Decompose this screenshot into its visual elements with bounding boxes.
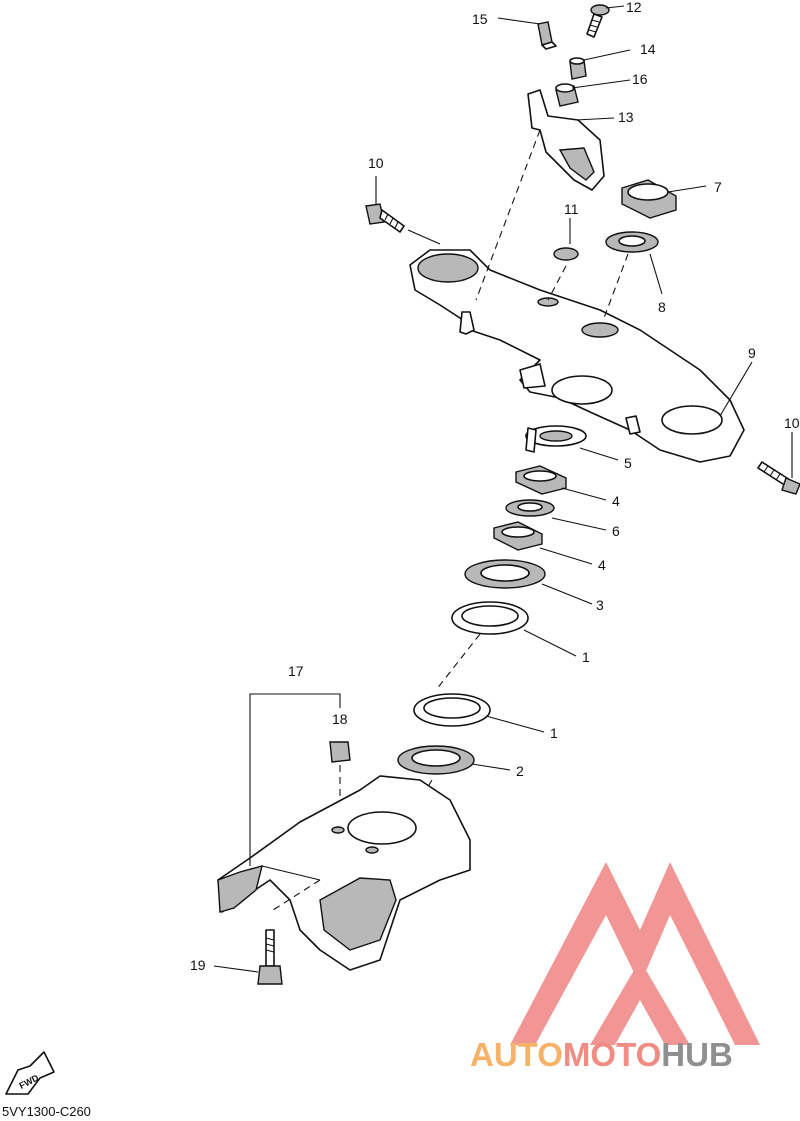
callout-18: 18 [332, 711, 348, 727]
callout-3: 3 [596, 597, 604, 613]
part-18-nut [329, 741, 351, 763]
part-13-bracket [527, 89, 605, 191]
leader-dash-race [419, 779, 433, 801]
callout-2: 2 [516, 763, 524, 779]
watermark-brand-text: AUTOMOTOHUB [470, 1036, 733, 1074]
callout-4-lower: 4 [598, 557, 606, 573]
fwd-arrow-icon: FWD [5, 1051, 55, 1095]
part-4-ring-nut-upper [515, 465, 567, 495]
callout-14: 14 [640, 41, 656, 57]
callout-13: 13 [618, 109, 634, 125]
part-10-bolt-right [757, 461, 800, 495]
watermark-brand-part-2: MOTO [562, 1036, 662, 1073]
callout-12: 12 [626, 0, 642, 15]
part-5-lock-washer [525, 425, 587, 453]
part-2-race [397, 745, 475, 775]
callout-1-upper: 1 [582, 649, 590, 665]
leader-dash-8 [603, 253, 629, 319]
watermark-brand-part-3: HUB [661, 1036, 733, 1073]
callout-4-upper: 4 [612, 493, 620, 509]
part-14-collar [569, 57, 587, 80]
leader-dash-13 [475, 129, 541, 301]
part-11-cap [553, 247, 579, 261]
diagram-code: 5VY1300-C260 [2, 1104, 91, 1119]
leader-lines [213, 5, 793, 973]
callout-17: 17 [288, 663, 304, 679]
part-6-washer [505, 499, 555, 517]
callout-9: 9 [748, 345, 756, 361]
callout-6: 6 [612, 523, 620, 539]
part-1-bearing-lower [413, 693, 491, 727]
part-15-clip [537, 21, 557, 50]
callout-11: 11 [564, 201, 579, 217]
callout-17-bracket [249, 693, 341, 866]
callout-16: 16 [632, 71, 648, 87]
callout-10-right: 10 [784, 415, 800, 431]
part-9-upper-bracket [409, 249, 745, 463]
part-8-washer [605, 231, 659, 253]
part-16-grommet [555, 83, 579, 107]
part-3-dust-seal [464, 559, 546, 589]
part-12-screw [586, 4, 610, 38]
callout-19: 19 [190, 957, 206, 973]
part-10-bolt-left [365, 203, 441, 245]
leader-dash-11 [547, 265, 567, 301]
callout-5: 5 [624, 455, 632, 471]
callout-7: 7 [714, 179, 722, 195]
callout-15: 15 [472, 11, 488, 27]
callout-10-left: 10 [368, 155, 384, 171]
part-19-bolt [257, 929, 283, 985]
watermark-logo [510, 862, 760, 1045]
leader-dash-bearing [435, 633, 481, 691]
part-1-bearing-upper [451, 601, 529, 635]
part-17-lower-bracket [217, 775, 471, 971]
part-7-nut [621, 179, 677, 219]
callout-8: 8 [658, 299, 666, 315]
callout-1-lower: 1 [550, 725, 558, 741]
watermark-brand-part-1: AUTO [470, 1036, 563, 1073]
part-4-ring-nut-lower [493, 521, 543, 551]
